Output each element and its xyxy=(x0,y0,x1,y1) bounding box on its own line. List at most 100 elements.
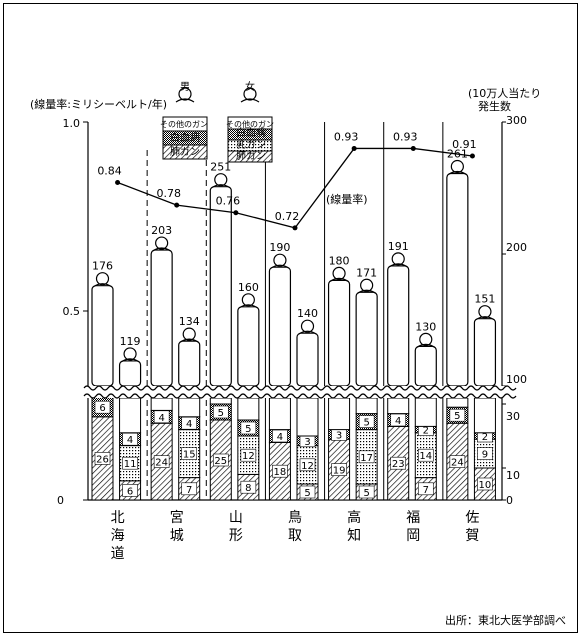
female-2-breast-label-bg xyxy=(240,448,257,462)
category-label-6-0: 佐 xyxy=(465,510,479,526)
legend-male-shoulders xyxy=(175,98,195,103)
male-0-upper xyxy=(91,285,114,387)
female-0-lung-value: 6 xyxy=(127,486,133,497)
right-tick-0: 0 xyxy=(506,494,513,507)
female-3-lung-label-bg xyxy=(299,485,316,499)
left-tick-0.5: 0.5 xyxy=(63,305,81,318)
male-5-figure-shoulders xyxy=(388,263,408,268)
female-3-other xyxy=(296,397,319,437)
category-label-5-1: 岡 xyxy=(406,528,420,544)
male-2-figure-head xyxy=(214,173,228,187)
male-5-upper xyxy=(387,265,410,387)
female-5-figure-shoulders xyxy=(416,343,436,348)
legend-male-other: その他のガン xyxy=(160,119,208,129)
female-3-blood-value: 3 xyxy=(304,437,310,448)
female-5-blood-value: 2 xyxy=(423,426,429,437)
dose-rate-value-5: 0.93 xyxy=(393,130,418,143)
male-4-lung-value: 19 xyxy=(333,466,346,477)
male-4-figure-head xyxy=(332,266,346,280)
category-label-4-0: 高 xyxy=(347,509,361,526)
right-axis-title-line1: (10万人当たり xyxy=(468,86,541,100)
female-1-breast-value: 15 xyxy=(183,450,196,461)
male-2-lung-label-bg xyxy=(212,453,229,467)
category-label-3-1: 取 xyxy=(288,528,302,544)
male-0-lung-label-bg xyxy=(94,452,111,465)
male-3-figure-head xyxy=(273,253,287,267)
female-6-upper xyxy=(473,318,497,387)
female-0-lung-label-bg xyxy=(122,484,138,497)
category-label-1-0: 宮 xyxy=(170,510,184,526)
male-3-blood-value: 4 xyxy=(277,432,283,443)
dose-rate-value-2: 0.76 xyxy=(216,195,241,208)
legend-female-head xyxy=(243,87,257,101)
legend-female-shoulders xyxy=(240,98,260,103)
category-label-5-0: 福 xyxy=(406,510,420,526)
dose-rate-point-1 xyxy=(174,202,180,208)
female-6-figure-head xyxy=(478,305,492,319)
category-label-3-0: 鳥 xyxy=(288,510,302,526)
female-3-breast-value: 12 xyxy=(301,461,314,472)
female-2-lung-label-bg xyxy=(240,480,257,494)
male-4-total: 180 xyxy=(329,254,350,267)
female-5-other xyxy=(414,397,437,427)
category-label-0-0: 北 xyxy=(111,510,125,526)
male-2-lung-value: 25 xyxy=(214,456,227,467)
category-label-0-2: 道 xyxy=(111,546,125,562)
male-6-lung-value: 24 xyxy=(451,458,464,469)
male-3-lung-label-bg xyxy=(272,464,288,478)
male-3-other xyxy=(268,397,291,431)
legend-female-lung: 肺ガン xyxy=(236,150,266,162)
female-2-total: 160 xyxy=(238,281,259,294)
female-4-breast-label-bg xyxy=(358,450,375,464)
male-0-figure-shoulders xyxy=(93,283,112,288)
source-note: 出所：東北大医学部調べ xyxy=(445,613,566,627)
right-tick-300: 300 xyxy=(506,114,527,127)
dose-rate-point-0 xyxy=(115,179,121,185)
female-6-breast-label-bg xyxy=(477,447,493,460)
dose-rate-point-6 xyxy=(469,153,475,159)
female-4-blood-value: 5 xyxy=(363,418,369,429)
male-1-total: 203 xyxy=(151,224,172,237)
male-3-upper xyxy=(268,266,292,387)
female-0-total: 119 xyxy=(120,335,141,348)
male-6-blood-value: 5 xyxy=(454,411,460,422)
male-4-figure-shoulders xyxy=(329,277,349,282)
male-2-upper xyxy=(209,186,232,387)
female-0-figure-shoulders xyxy=(120,358,140,363)
male-2-other xyxy=(209,397,232,405)
female-6-total: 151 xyxy=(474,293,495,306)
female-0-blood-value: 4 xyxy=(127,435,133,446)
female-0-figure-head xyxy=(123,347,137,361)
male-1-figure-head xyxy=(155,236,169,250)
female-1-figure-shoulders xyxy=(179,338,199,343)
male-0-figure-head xyxy=(95,272,110,286)
male-6-figure-shoulders xyxy=(448,170,467,175)
female-4-upper xyxy=(355,291,378,387)
male-4-upper xyxy=(327,279,351,387)
male-6-lung-label-bg xyxy=(449,455,466,468)
female-0-breast-label-bg xyxy=(122,456,138,470)
female-6-other xyxy=(473,397,496,434)
female-3-upper xyxy=(296,332,319,387)
chart-frame xyxy=(3,3,578,633)
male-5-lung-label-bg xyxy=(390,456,407,470)
left-tick-0: 0 xyxy=(57,494,64,507)
female-1-figure-head xyxy=(182,327,196,341)
male-5-lung-value: 23 xyxy=(392,459,405,470)
male-1-lung-value: 24 xyxy=(155,458,168,469)
dose-rate-value-3: 0.72 xyxy=(275,210,300,223)
legend-male-lung: 肺ガン xyxy=(170,146,200,158)
right-tick-10: 10 xyxy=(506,469,520,482)
female-5-total: 130 xyxy=(415,320,436,333)
left-axis-title: (線量率:ミリシーベルト/年) xyxy=(30,97,167,111)
female-5-breast-value: 14 xyxy=(419,451,432,462)
legend-female-title: 女 xyxy=(245,80,255,93)
female-5-lung-label-bg xyxy=(417,482,434,496)
right-tick-200: 200 xyxy=(506,241,527,254)
female-2-breast-value: 12 xyxy=(242,451,255,462)
female-4-breast-value: 17 xyxy=(360,453,373,464)
male-6-other xyxy=(446,397,469,408)
female-1-total: 134 xyxy=(179,315,200,328)
male-4-blood-value: 3 xyxy=(336,430,342,441)
